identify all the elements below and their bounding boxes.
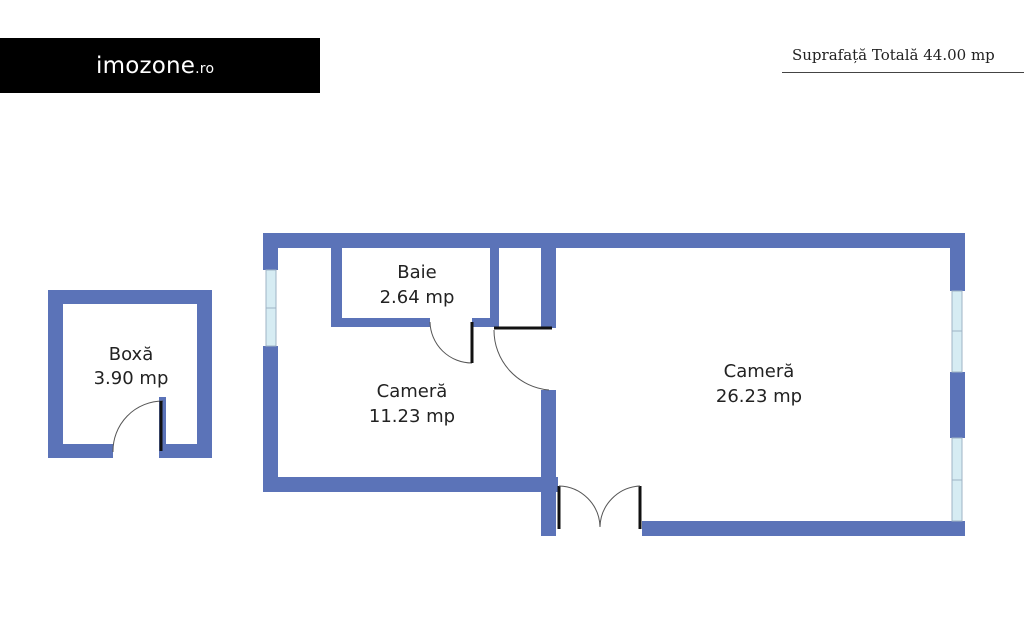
room-area-large-room: 26.23 mp	[716, 386, 802, 407]
door-swing	[112, 400, 164, 453]
room-name-small-room: Cameră	[377, 381, 448, 402]
logo: imozone.ro	[96, 53, 214, 79]
wall	[472, 318, 497, 327]
logo-name: imozone	[96, 52, 196, 79]
windows	[265, 269, 963, 522]
wall	[263, 233, 965, 248]
room-name-bathroom: Baie	[397, 262, 436, 283]
wall	[331, 318, 430, 327]
wall	[165, 444, 212, 458]
header-divider	[782, 72, 1024, 73]
door-swing	[493, 329, 550, 391]
wall	[950, 233, 965, 291]
doors	[112, 321, 642, 529]
wall	[541, 233, 556, 328]
door-swing	[429, 321, 473, 364]
wall	[541, 390, 556, 536]
room-area-bathroom: 2.64 mp	[380, 287, 455, 308]
room-name-large-room: Cameră	[724, 361, 795, 382]
door-swing	[558, 485, 601, 528]
room-area-small-room: 11.23 mp	[369, 406, 455, 427]
wall	[48, 444, 113, 458]
wall	[197, 290, 212, 458]
room-name-storage: Boxă	[109, 344, 154, 365]
wall	[263, 477, 558, 492]
walls	[48, 233, 965, 536]
wall	[642, 521, 965, 536]
logo-suffix: .ro	[195, 60, 215, 77]
logo-banner: imozone.ro	[0, 38, 320, 93]
wall	[263, 233, 278, 270]
wall	[48, 290, 63, 458]
wall	[263, 346, 278, 492]
wall	[331, 233, 342, 326]
wall	[490, 233, 499, 327]
room-area-storage: 3.90 mp	[94, 368, 169, 389]
total-area-label: Suprafață Totală 44.00 mp	[792, 46, 995, 64]
room-labels: Boxă 3.90 mp Baie 2.64 mp Cameră 11.23 m…	[94, 262, 802, 427]
wall	[950, 372, 965, 438]
wall	[48, 290, 212, 304]
door-swing	[599, 485, 641, 528]
